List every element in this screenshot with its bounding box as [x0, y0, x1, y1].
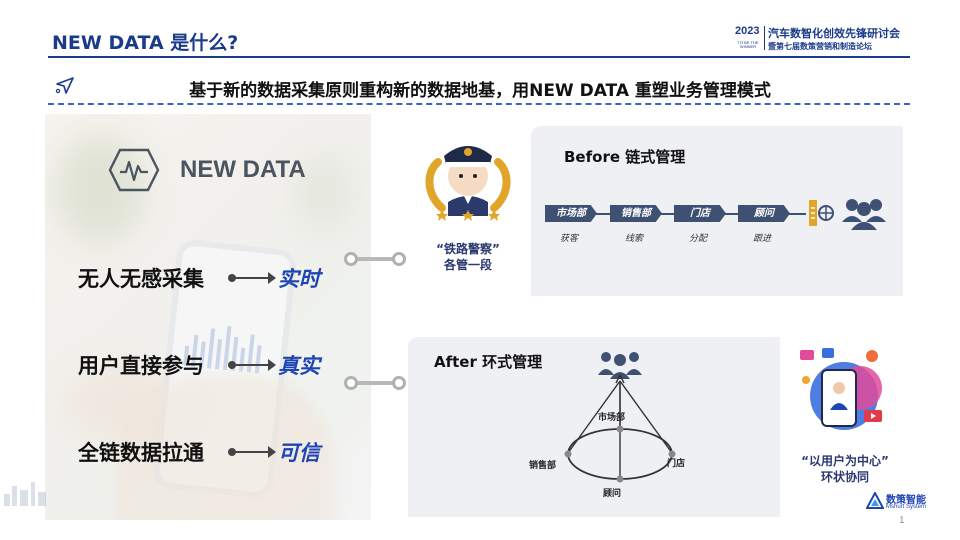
police-subcaption: 各管一段	[443, 258, 492, 272]
ring-node-sales: 销售部	[529, 461, 557, 471]
connector-top	[344, 252, 406, 266]
gate-icon	[809, 200, 834, 226]
chain-step-desc: 线索	[624, 234, 643, 244]
feature-row: 全链数据拉通 可信	[78, 437, 378, 467]
slide-subtitle: 基于新的数据采集原则重构新的数据地基，用NEW DATA 重塑业务管理模式	[189, 81, 771, 101]
ring-node-store: 门店	[667, 459, 686, 469]
feature-label: 用户直接参与	[78, 354, 204, 378]
police-caption: “铁路警察”	[436, 242, 500, 256]
feature-value: 实时	[278, 267, 320, 291]
arrow-icon	[268, 446, 276, 458]
social-caption: “以用户为中心”	[801, 454, 889, 468]
hand-image	[115, 374, 335, 520]
feature-value: 真实	[278, 354, 320, 378]
page-title: NEW DATA 是什么?	[52, 32, 239, 54]
skyline-icon	[4, 482, 46, 506]
new-data-hex-icon	[108, 148, 160, 192]
after-title: After 环式管理	[434, 353, 543, 371]
event-name: 汽车数智化创效先锋研讨会	[768, 27, 900, 40]
brand-english: Mshurt System	[886, 504, 927, 510]
chain-step-desc: 获客	[559, 234, 578, 244]
new-data-label: NEW DATA	[180, 156, 306, 183]
event-divider	[764, 26, 765, 50]
feature-label: 无人无感采集	[78, 267, 204, 291]
feature-label: 全链数据拉通	[78, 441, 204, 465]
chain-step-market: 市场部	[545, 205, 597, 222]
event-logo: 2023 TO BE THE WINNER 汽车数智化创效先锋研讨会 暨第七届数…	[727, 22, 927, 54]
crowd-icon	[842, 199, 886, 230]
crowd-icon	[598, 352, 642, 379]
page-number: 1	[899, 516, 905, 526]
ring-node-advisor: 顾问	[603, 489, 622, 499]
dashed-rule	[48, 103, 910, 105]
arrow-icon	[268, 359, 276, 371]
ring-node-market: 市场部	[598, 413, 626, 423]
feature-row: 用户直接参与 真实	[78, 350, 378, 380]
brand-name: 数策智能	[886, 495, 926, 506]
feature-value: 可信	[278, 441, 320, 465]
left-photo-panel	[45, 114, 371, 520]
ring-diagram	[564, 352, 676, 483]
brand-logo: 数策智能 Mshurt System	[866, 490, 936, 516]
chain-step-advisor: 顾问	[738, 205, 790, 222]
feature-row: 无人无感采集 实时	[78, 263, 378, 293]
brand-logo-icon	[866, 492, 884, 509]
arrow-icon	[268, 272, 276, 284]
chain-step-sales: 销售部	[610, 205, 662, 222]
event-subname: 暨第七届数策营销和制造论坛	[768, 42, 872, 51]
before-title: Before 链式管理	[564, 148, 686, 166]
title-rule	[48, 56, 910, 58]
chain-step-desc: 跟进	[752, 234, 771, 244]
event-year-sub: TO BE THE WINNER	[737, 40, 759, 49]
social-subcaption: 环状协同	[820, 470, 869, 484]
connector-bottom	[344, 376, 406, 390]
paper-plane-icon	[55, 77, 74, 94]
police-badge-icon	[425, 146, 511, 221]
after-panel	[408, 337, 780, 517]
event-year: 2023	[735, 25, 760, 37]
chain-step-store: 门店	[674, 205, 726, 222]
chain-step-desc: 分配	[688, 234, 707, 244]
social-media-icon	[800, 348, 882, 430]
